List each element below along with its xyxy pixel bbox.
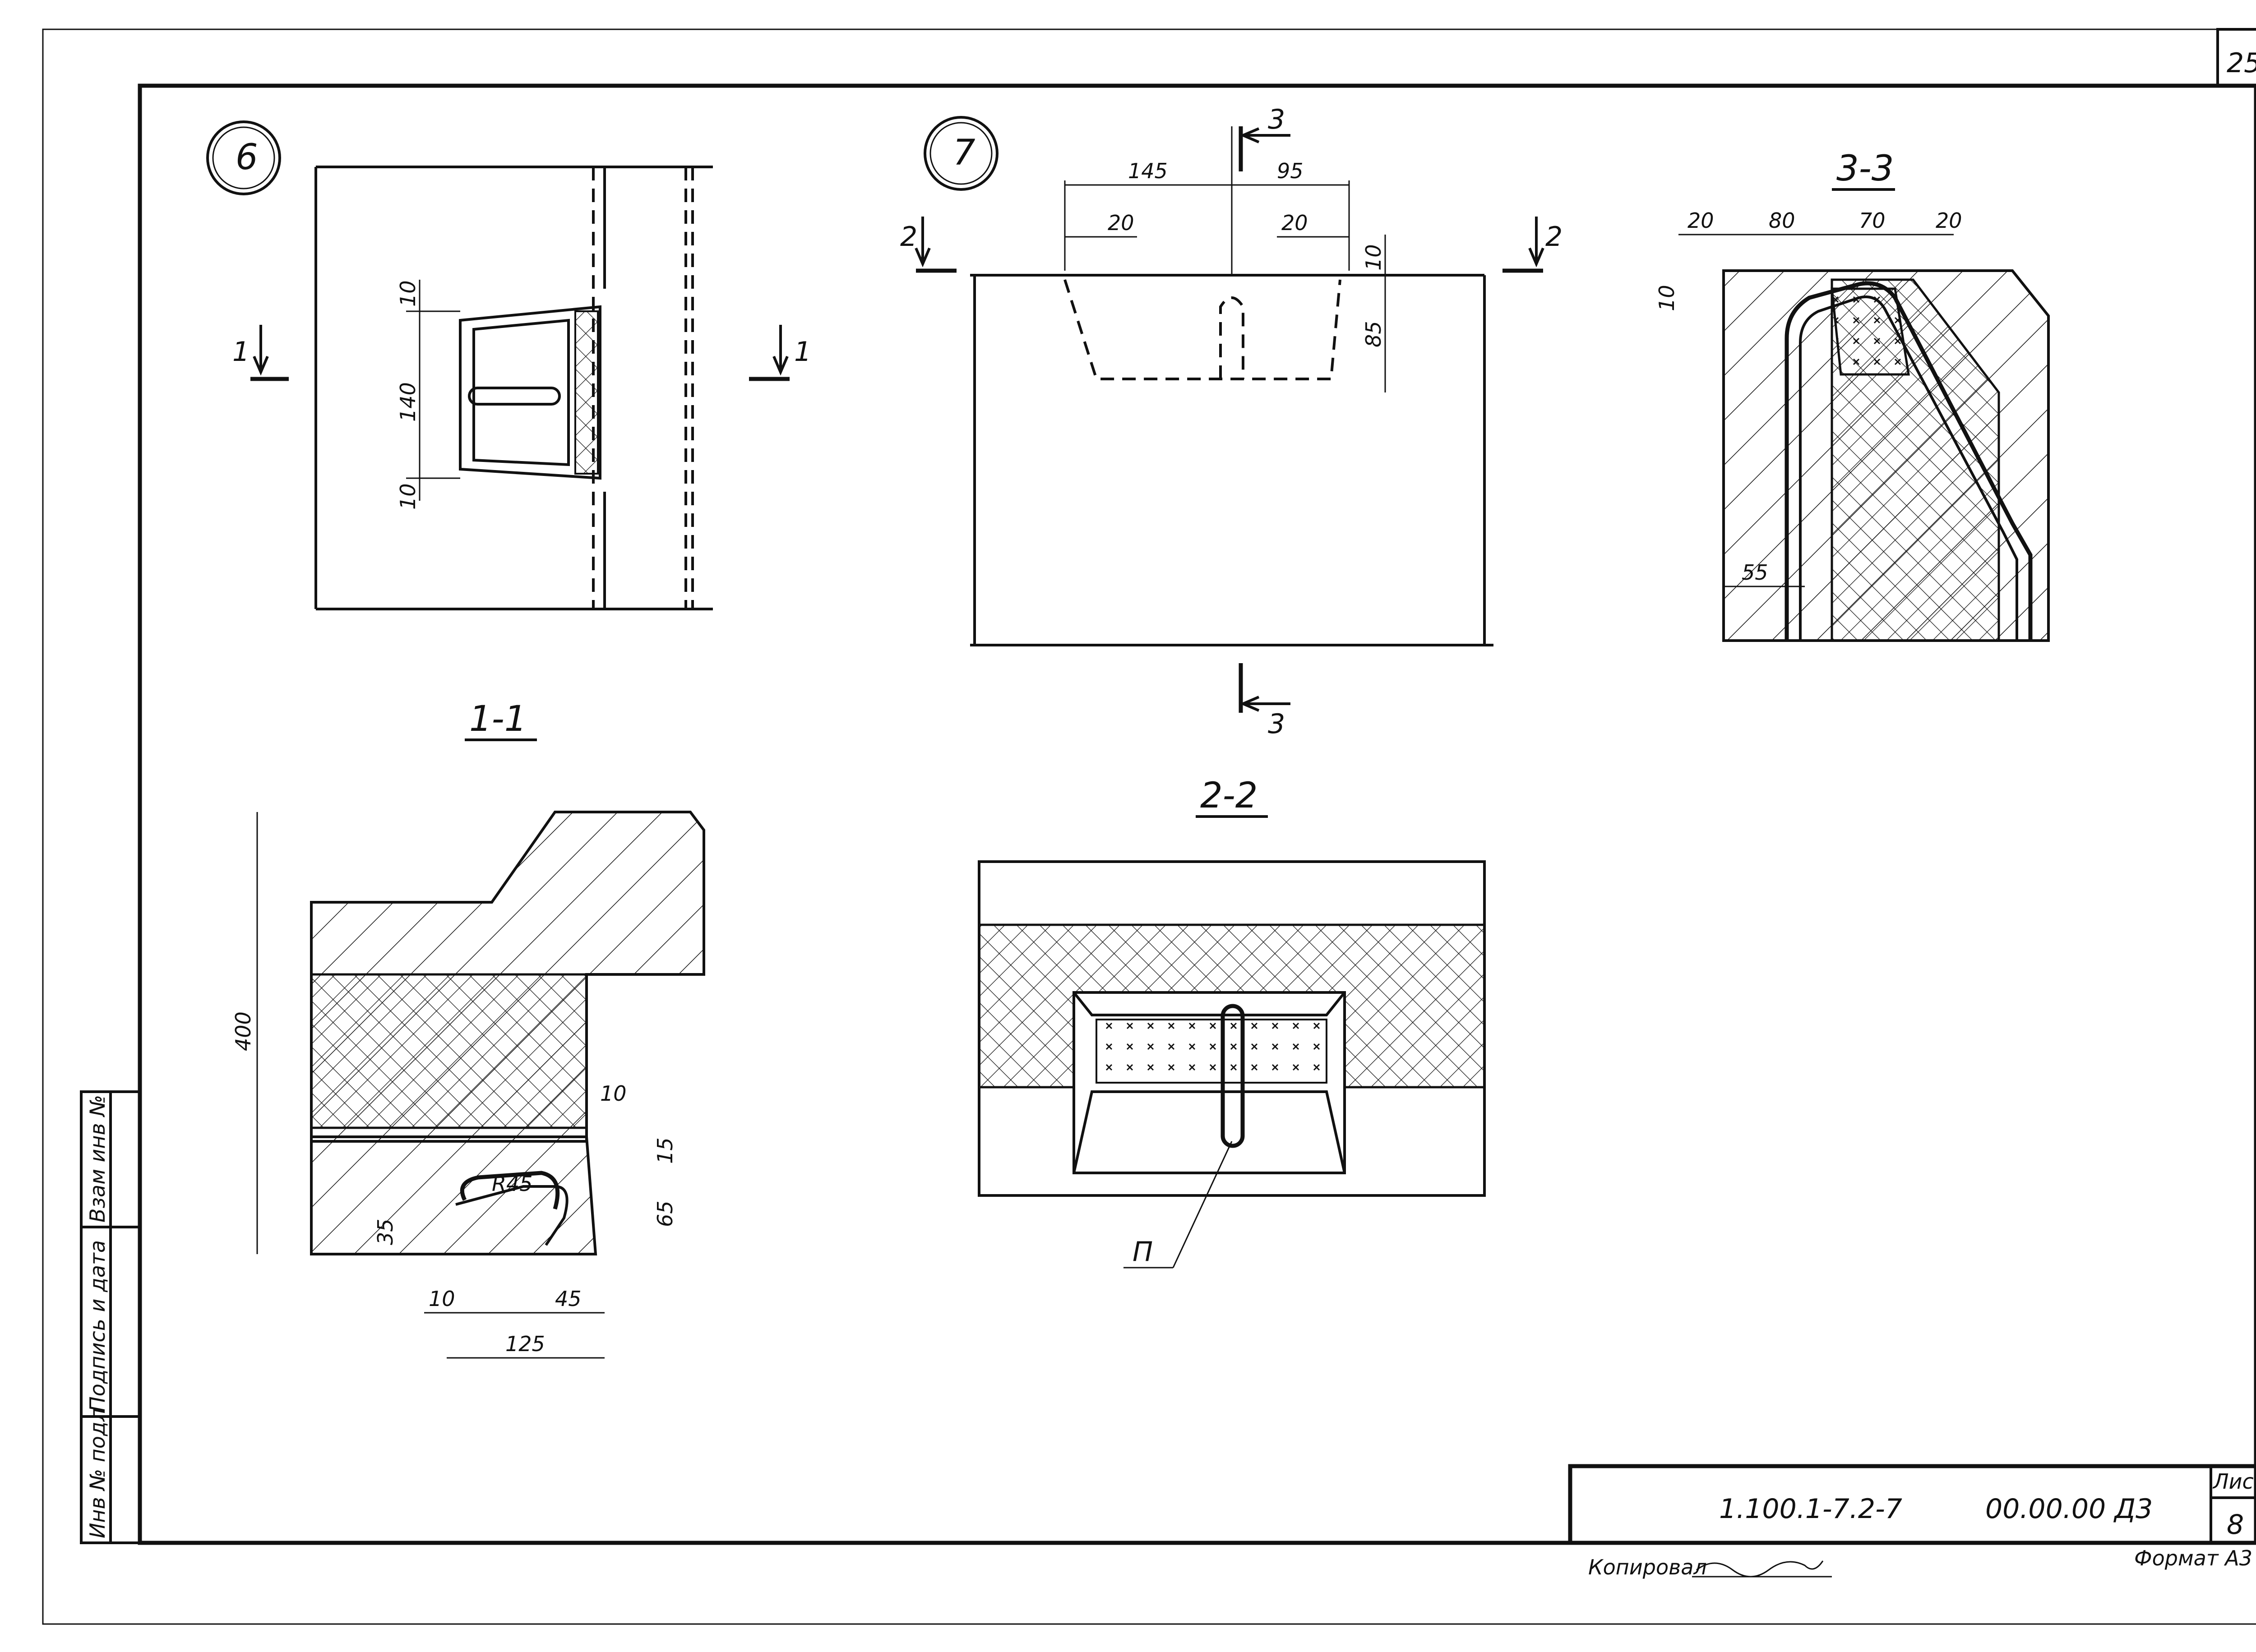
copier-signature	[1696, 1560, 1824, 1578]
marker-3-top: 3	[1268, 104, 1285, 135]
side-stamp: Взам инв № Подпись и дата Инв № подл	[80, 1090, 141, 1544]
section-3-3: 3-3 20 80 70 20 10 55	[1655, 148, 2050, 642]
callout-6-circle	[206, 120, 281, 195]
sheet-number: 8	[2227, 1509, 2244, 1541]
section-1-1-title: 1-1	[469, 699, 527, 739]
doc-code: 1.100.1-7.2-7	[1719, 1493, 1902, 1525]
section-2-2: 2-2 П	[978, 775, 1486, 1269]
inner-frame	[138, 83, 2256, 1545]
dim-11-65: 65	[653, 1200, 677, 1227]
dim-11-35: 35	[373, 1218, 398, 1245]
detail-7: 7 145 95 20 20 10 85 2 2 3	[900, 104, 1563, 740]
detail-6: 6 10 140 10 1 1	[206, 120, 811, 610]
section-2-2-title: 2-2	[1200, 775, 1257, 816]
dim-7-20a: 20	[1108, 211, 1134, 235]
callout-6-label: 6	[236, 137, 258, 178]
stamp-replace-inv: Взам инв №	[85, 1095, 110, 1223]
copied-by: Копировал	[1588, 1555, 1707, 1579]
dim-7-20b: 20	[1281, 211, 1308, 235]
dim-11-r45: R45	[492, 1172, 533, 1196]
dim-6-bot: 10	[396, 483, 420, 510]
callout-p-label: П	[1133, 1236, 1153, 1268]
dim-33-20a: 20	[1687, 208, 1714, 233]
dim-11-45: 45	[555, 1287, 582, 1311]
dim-11-15: 15	[653, 1137, 677, 1164]
dim-33-70: 70	[1859, 208, 1886, 233]
outer-frame	[42, 28, 2256, 1625]
marker-1-left: 1	[232, 336, 250, 368]
format-label: Формат А3	[2134, 1546, 2252, 1570]
callout-7-circle	[924, 116, 999, 191]
dim-11-400: 400	[231, 1011, 255, 1051]
stamp-sign-date: Подпись и дата	[85, 1240, 110, 1412]
callout-7-label: 7	[953, 133, 975, 173]
sheet-label: Лист	[2212, 1469, 2256, 1494]
page-number: 25	[2227, 47, 2256, 79]
dim-11-10b: 10	[429, 1287, 455, 1311]
doc-designation: 00.00.00 Д3	[1985, 1493, 2153, 1525]
section-3-3-title: 3-3	[1836, 148, 1894, 189]
dim-33-20b: 20	[1936, 208, 1962, 233]
dim-7-85: 85	[1361, 321, 1386, 347]
marker-2-right: 2	[1545, 221, 1563, 253]
dim-7-145: 145	[1128, 159, 1168, 183]
marker-2-left: 2	[900, 221, 917, 253]
dim-33-55: 55	[1742, 560, 1768, 585]
title-block: 1.100.1-7.2-7 00.00.00 Д3 Лист 8 Копиров…	[1568, 1464, 2256, 1579]
dim-6-top: 10	[396, 280, 420, 307]
dim-7-10: 10	[1361, 244, 1386, 271]
marker-3-bottom: 3	[1268, 708, 1285, 740]
dim-33-80: 80	[1769, 208, 1795, 233]
page-number-box	[2216, 28, 2256, 87]
stamp-inv-orig: Инв № подл	[85, 1408, 110, 1538]
section-1-1: 1-1 400 10 15 65 35 R45 10 45 125	[231, 699, 705, 1359]
dim-11-125: 125	[505, 1332, 545, 1356]
marker-1-right: 1	[794, 336, 811, 368]
dim-33-10: 10	[1655, 285, 1679, 311]
dim-7-95: 95	[1277, 159, 1304, 183]
dim-11-10: 10	[600, 1081, 627, 1106]
dim-6-mid: 140	[396, 382, 420, 422]
